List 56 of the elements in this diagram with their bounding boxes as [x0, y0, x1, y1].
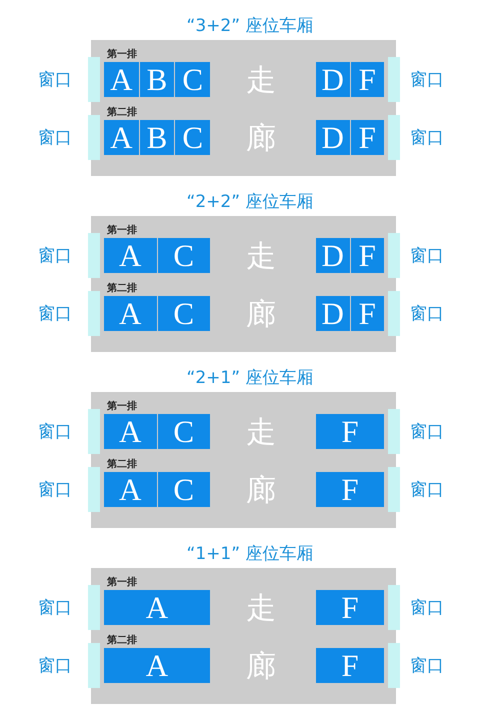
window-label: 窗口 — [38, 421, 72, 443]
seat-box: D — [316, 238, 350, 273]
seat-box: B — [140, 62, 174, 97]
window-label: 窗口 — [38, 245, 72, 267]
seat-box: A — [104, 62, 139, 97]
seat-box: D — [316, 296, 350, 331]
seat-box: F — [316, 648, 384, 683]
carriage-title: “1+1” 座位车厢 — [186, 543, 314, 565]
seat-box: A — [104, 590, 210, 625]
window-label: 窗口 — [38, 655, 72, 677]
seat-box: C — [175, 62, 210, 97]
seat-box: C — [158, 414, 210, 449]
carriage-title: “2+2” 座位车厢 — [186, 191, 314, 213]
seat-box: F — [350, 296, 384, 331]
row-label: 第二排 — [107, 458, 137, 471]
window-label: 窗口 — [410, 69, 444, 91]
window-label: 窗口 — [410, 127, 444, 149]
seat-box: B — [140, 120, 174, 155]
row-label: 第二排 — [107, 106, 137, 119]
carriage-title: “2+1” 座位车厢 — [186, 367, 314, 389]
seat-box: A — [104, 238, 156, 273]
seat-box: D — [316, 62, 350, 97]
row-label: 第一排 — [107, 576, 137, 589]
seat-box: D — [316, 120, 350, 155]
carriage-title: “3+2” 座位车厢 — [186, 15, 314, 37]
window-label: 窗口 — [410, 303, 444, 325]
window-label: 窗口 — [410, 421, 444, 443]
window-label: 窗口 — [38, 597, 72, 619]
window-label: 窗口 — [38, 479, 72, 501]
seat-box: A — [104, 120, 139, 155]
window-label: 窗口 — [38, 127, 72, 149]
seat-box: F — [316, 414, 384, 449]
seat-box: A — [104, 648, 210, 683]
seat-box: C — [158, 472, 210, 507]
row-label: 第一排 — [107, 48, 137, 61]
window-label: 窗口 — [410, 479, 444, 501]
window-label: 窗口 — [410, 655, 444, 677]
row-label: 第一排 — [107, 400, 137, 413]
seat-box: C — [175, 120, 210, 155]
seat-box: F — [350, 238, 384, 273]
window-label: 窗口 — [38, 303, 72, 325]
row-label: 第一排 — [107, 224, 137, 237]
seat-box: F — [350, 120, 384, 155]
window-label: 窗口 — [410, 597, 444, 619]
row-label: 第二排 — [107, 634, 137, 647]
seat-box: F — [316, 472, 384, 507]
window-label: 窗口 — [410, 245, 444, 267]
window-label: 窗口 — [38, 69, 72, 91]
seat-box: A — [104, 472, 156, 507]
seat-box: C — [158, 238, 210, 273]
seat-box: A — [104, 296, 156, 331]
seat-box: A — [104, 414, 156, 449]
seat-box: F — [316, 590, 384, 625]
seat-box: C — [158, 296, 210, 331]
seat-box: F — [350, 62, 384, 97]
row-label: 第二排 — [107, 282, 137, 295]
